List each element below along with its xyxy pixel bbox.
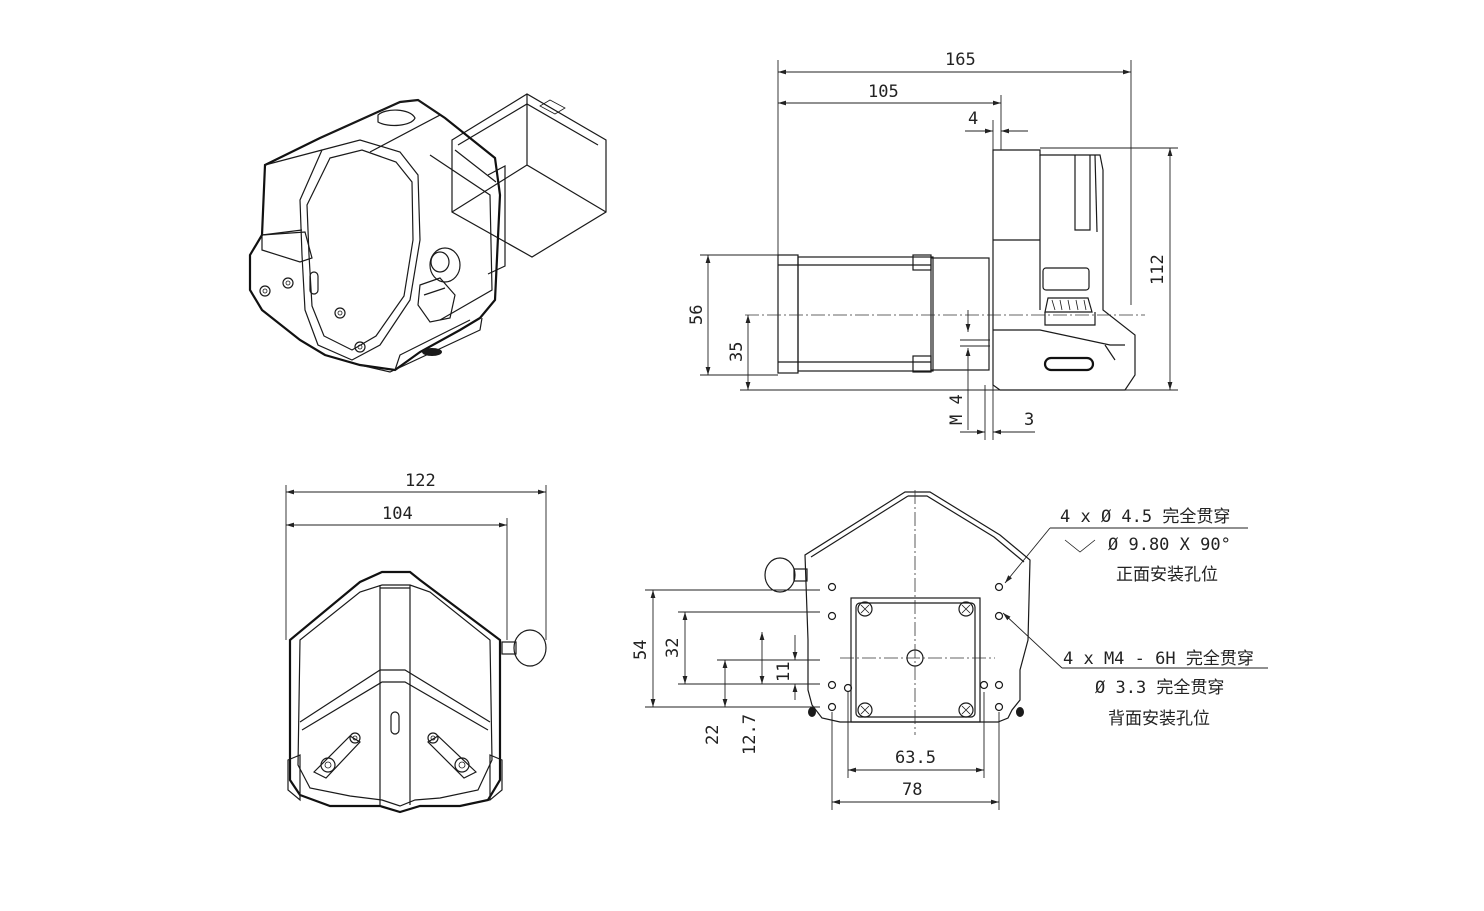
- dim-flange-gap: 4: [968, 109, 978, 129]
- front-view: 122 104: [285, 471, 547, 814]
- dim-total-length: 165: [945, 50, 976, 70]
- dim-head-width: 104: [382, 504, 413, 524]
- back-hole-spec: 4 x M4 - 6H 完全贯穿: [1063, 649, 1254, 669]
- front-hole-countersink: Ø 9.80 X 90°: [1108, 535, 1231, 555]
- back-hole-drill: Ø 3.3 完全贯穿: [1095, 678, 1224, 698]
- back-hole-caption: 背面安装孔位: [1108, 709, 1210, 729]
- dim-screw: M 4: [947, 394, 967, 425]
- front-hole-spec: 4 x Ø 4.5 完全贯穿: [1060, 507, 1230, 527]
- dim-shaft-height: 35: [727, 342, 747, 362]
- dim-total-width: 122: [405, 471, 436, 491]
- dim-height-54: 54: [631, 640, 651, 660]
- dim-total-height: 112: [1148, 254, 1168, 285]
- isometric-view: [248, 93, 607, 373]
- dim-height-32: 32: [663, 638, 683, 658]
- dim-inner-spacing: 63.5: [895, 748, 936, 768]
- dim-base-12-7: 12.7: [740, 714, 760, 755]
- mount-view: 54 32 11 22 12.7 63.5 78 4 x Ø 4.5 完全贯穿 …: [631, 490, 1268, 810]
- side-view: 165 105 4 112 56 35 M 4 3: [687, 50, 1178, 440]
- dim-outer-spacing: 78: [902, 780, 922, 800]
- front-hole-caption: 正面安装孔位: [1116, 565, 1218, 585]
- dim-base-22: 22: [703, 725, 723, 745]
- dim-motor-length: 105: [868, 82, 899, 102]
- dim-plate: 3: [1024, 410, 1034, 430]
- dim-height-11: 11: [774, 662, 794, 682]
- dim-motor-height: 56: [687, 305, 707, 325]
